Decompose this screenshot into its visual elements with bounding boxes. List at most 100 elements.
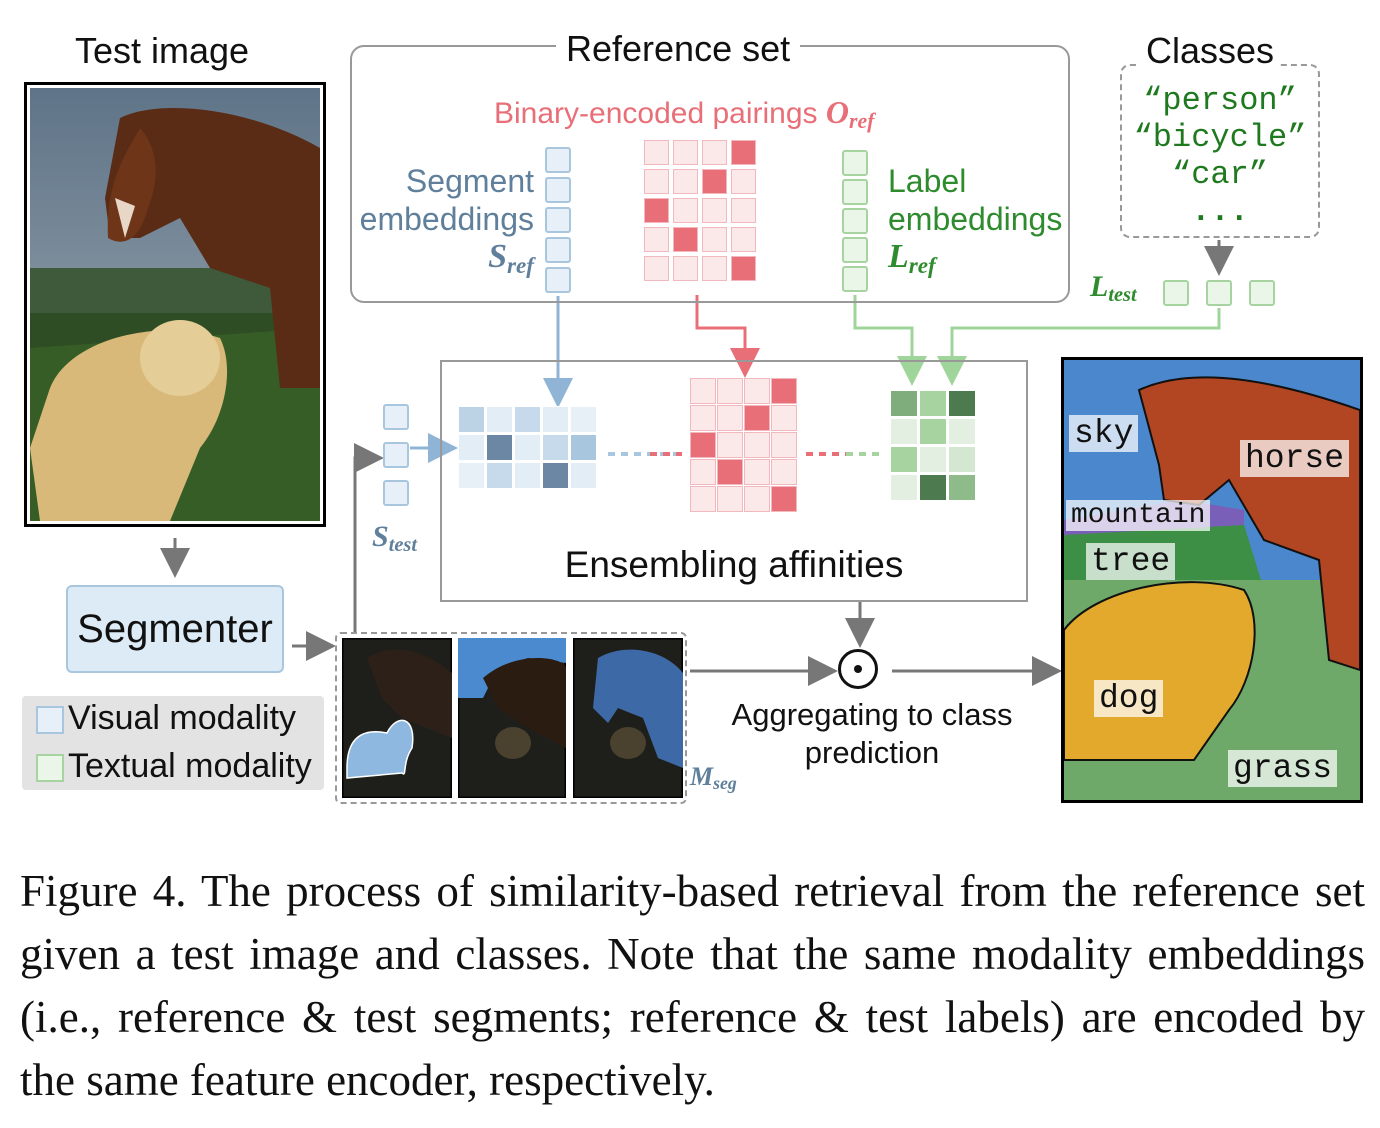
test-image-title: Test image bbox=[75, 30, 250, 71]
legend-visual: Visual modality bbox=[68, 699, 297, 737]
text-affinity-cell bbox=[890, 446, 918, 473]
label-embedding-cell bbox=[842, 208, 868, 234]
pairing-affinity-cell bbox=[690, 378, 716, 404]
text-affinity-cell bbox=[948, 418, 976, 445]
segmentation-output: sky horse mountain tree dog grass bbox=[1061, 357, 1363, 803]
label-embedding-cell bbox=[842, 150, 868, 176]
output-label-dog: dog bbox=[1094, 680, 1164, 717]
pairing-affinity-cell bbox=[744, 486, 770, 512]
segment-embedding-cell bbox=[545, 147, 571, 173]
text-affinity-cell bbox=[890, 390, 918, 417]
pairing-affinity-cell bbox=[717, 378, 743, 404]
mask-group bbox=[335, 632, 687, 804]
test-segment-embedding-cell bbox=[383, 480, 409, 506]
output-label-tree: tree bbox=[1086, 543, 1176, 580]
figure-caption: Figure 4. The process of similarity-base… bbox=[20, 866, 1365, 1105]
mask-horse bbox=[573, 638, 683, 798]
mask-sky bbox=[458, 638, 566, 798]
text-affinity-cell bbox=[919, 390, 947, 417]
pairing-affinity-cell bbox=[744, 378, 770, 404]
visual-affinity-cell bbox=[542, 434, 569, 461]
test-label-embedding-cell bbox=[1249, 280, 1275, 306]
test-label-embedding-cell bbox=[1206, 280, 1232, 306]
visual-affinity-cell bbox=[458, 434, 485, 461]
mask-dog bbox=[342, 638, 452, 798]
pairing-cell bbox=[673, 169, 698, 194]
legend-textual: Textual modality bbox=[68, 747, 312, 785]
visual-affinity-cell bbox=[486, 462, 513, 489]
aggregate-operator bbox=[838, 649, 878, 689]
output-label-sky: sky bbox=[1069, 415, 1139, 452]
label-embedding-cell bbox=[842, 179, 868, 205]
modality-legend: Visual modality Textual modality bbox=[22, 696, 324, 790]
class-item: “bicycle” bbox=[1133, 119, 1307, 156]
pairing-affinity-cell bbox=[771, 432, 797, 458]
text-affinity-cell bbox=[948, 474, 976, 501]
visual-swatch bbox=[36, 706, 64, 734]
visual-affinity-cell bbox=[514, 406, 541, 433]
horse-dog-photo bbox=[30, 88, 320, 521]
pairing-affinity-cell bbox=[744, 432, 770, 458]
pairing-cell bbox=[644, 198, 669, 223]
test-image bbox=[24, 82, 326, 527]
pairing-affinity-cell bbox=[717, 486, 743, 512]
class-item: “car” bbox=[1171, 156, 1268, 193]
pairing-affinity-cell bbox=[690, 459, 716, 485]
pairing-affinity-cell bbox=[771, 486, 797, 512]
segment-embedding-cell bbox=[545, 207, 571, 233]
visual-affinity-cell bbox=[542, 406, 569, 433]
segment-embedding-cell bbox=[545, 177, 571, 203]
pairing-cell bbox=[731, 140, 756, 165]
pairing-cell bbox=[673, 256, 698, 281]
pairing-cell bbox=[731, 169, 756, 194]
pairing-cell bbox=[673, 198, 698, 223]
visual-affinity-cell bbox=[570, 434, 597, 461]
textual-swatch bbox=[36, 754, 64, 782]
segment-embeddings-label: Segment embeddings Sref bbox=[359, 163, 534, 279]
classes-list: “person” “bicycle” “car” ... bbox=[1120, 82, 1320, 230]
text-affinity-cell bbox=[919, 474, 947, 501]
text-affinity-cell bbox=[890, 418, 918, 445]
pairing-affinity-cell bbox=[717, 432, 743, 458]
pairing-cell bbox=[702, 140, 727, 165]
label-embedding-cell bbox=[842, 266, 868, 292]
pairing-cell bbox=[644, 140, 669, 165]
pairing-cell bbox=[702, 227, 727, 252]
pairing-cell bbox=[673, 140, 698, 165]
m-seg-label: Mseg bbox=[690, 762, 737, 794]
segmenter-label: Segmenter bbox=[77, 606, 273, 651]
pairing-cell bbox=[731, 227, 756, 252]
text-affinity-cell bbox=[919, 446, 947, 473]
pairing-affinity-cell bbox=[771, 378, 797, 404]
pairing-affinity-cell bbox=[690, 486, 716, 512]
pairing-cell bbox=[702, 169, 727, 194]
text-affinity-cell bbox=[919, 418, 947, 445]
visual-affinity-cell bbox=[486, 406, 513, 433]
test-segment-embedding-cell bbox=[383, 442, 409, 468]
visual-affinity-cell bbox=[514, 462, 541, 489]
visual-affinity-cell bbox=[458, 462, 485, 489]
ensembling-box bbox=[440, 360, 1028, 602]
pairings-title: Binary-encoded pairings Oref bbox=[494, 94, 875, 134]
pairing-cell bbox=[702, 256, 727, 281]
visual-affinity-cell bbox=[458, 406, 485, 433]
pairing-cell bbox=[644, 169, 669, 194]
class-item: ... bbox=[1191, 193, 1249, 230]
reference-set-title: Reference set bbox=[556, 28, 801, 70]
text-affinity-cell bbox=[948, 390, 976, 417]
l-test-label: Ltest bbox=[1090, 270, 1137, 307]
visual-affinity-cell bbox=[570, 406, 597, 433]
text-affinity-cell bbox=[948, 446, 976, 473]
visual-affinity-cell bbox=[542, 462, 569, 489]
pairing-cell bbox=[644, 256, 669, 281]
label-embeddings-label: Label embeddings Lref bbox=[888, 163, 1063, 279]
pairing-affinity-cell bbox=[771, 459, 797, 485]
output-label-grass: grass bbox=[1228, 750, 1338, 787]
classes-title: Classes bbox=[1140, 30, 1281, 72]
pairing-affinity-cell bbox=[690, 405, 716, 431]
pairing-cell bbox=[731, 198, 756, 223]
segment-embedding-cell bbox=[545, 237, 571, 263]
segmenter-box: Segmenter bbox=[66, 585, 284, 673]
segment-embedding-cell bbox=[545, 267, 571, 293]
visual-affinity-cell bbox=[514, 434, 541, 461]
